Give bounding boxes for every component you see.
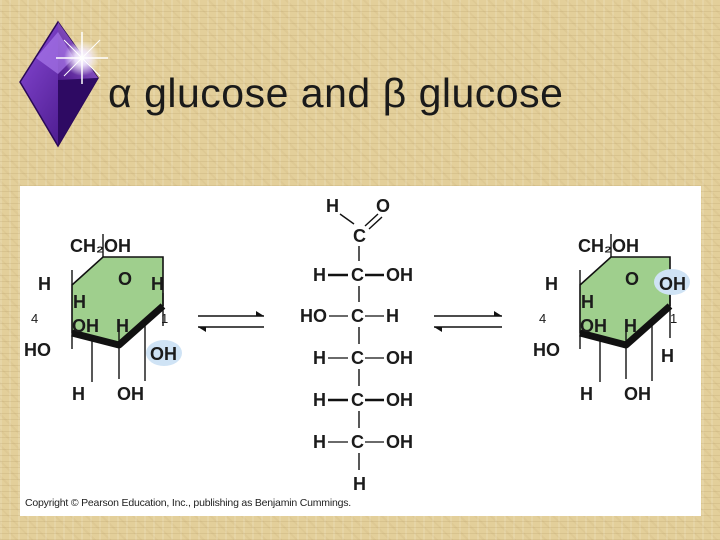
alpha-oh-bottom: OH (117, 384, 144, 404)
glucose-structures-diagram: CH₂OH O H 4 H OH H HO H 1 OH H OH H O (24, 196, 690, 494)
alpha-glucose-structure: CH₂OH O H 4 H OH H HO H 1 OH H OH (24, 234, 182, 404)
open-c2-c: C (351, 265, 364, 285)
open-bottom-h: H (353, 474, 366, 494)
beta-glucose-structure: CH₂OH O H 4 H OH H HO OH 1 H H OH (533, 234, 690, 404)
open-c6-c: C (351, 432, 364, 452)
open-c3-ho: HO (300, 306, 327, 326)
open-c3-c: C (351, 306, 364, 326)
open-c5-c: C (351, 390, 364, 410)
alpha-ho-c4: HO (24, 340, 51, 360)
open-c5-h: H (313, 390, 326, 410)
alpha-h-bottom: H (72, 384, 85, 404)
beta-oh-c3: OH (580, 316, 607, 336)
alpha-h-c3: H (73, 292, 86, 312)
equilibrium-arrows-right (434, 311, 502, 332)
glucose-diagram-panel: CH₂OH O H 4 H OH H HO H 1 OH H OH H O (20, 186, 701, 516)
alpha-h-c1-top: H (151, 274, 164, 294)
beta-ring-oxygen: O (625, 269, 639, 289)
open-top-o: O (376, 196, 390, 216)
alpha-oh-highlight (146, 340, 182, 366)
beta-ho-c4: HO (533, 340, 560, 360)
open-top-h: H (326, 196, 339, 216)
beta-oh-bottom: OH (624, 384, 651, 404)
equilibrium-arrows-left (198, 311, 264, 332)
open-c2-oh: OH (386, 265, 413, 285)
alpha-h-c4-top: H (38, 274, 51, 294)
open-c4-h: H (313, 348, 326, 368)
alpha-ring-oxygen: O (118, 269, 132, 289)
open-c5-oh: OH (386, 390, 413, 410)
open-c6-h: H (313, 432, 326, 452)
beta-oh-highlight (654, 269, 690, 295)
beta-carbon-4-number: 4 (539, 311, 546, 326)
alpha-h-c2: H (116, 316, 129, 336)
alpha-oh-c3: OH (72, 316, 99, 336)
beta-h-c1-bottom: H (661, 346, 674, 366)
open-c2-h: H (313, 265, 326, 285)
beta-h-c3: H (581, 292, 594, 312)
beta-h-bottom: H (580, 384, 593, 404)
open-c4-oh: OH (386, 348, 413, 368)
open-c6-oh: OH (386, 432, 413, 452)
beta-oh-c1-top: OH (659, 274, 686, 294)
alpha-carbon-4-number: 4 (31, 311, 38, 326)
alpha-carbon-1-number: 1 (161, 311, 168, 326)
alpha-ch2oh-label: CH₂OH (70, 236, 131, 256)
open-c3-h: H (386, 306, 399, 326)
beta-ch2oh-label: CH₂OH (578, 236, 639, 256)
open-c1: C (353, 226, 366, 246)
purple-diamond-gem-icon (19, 20, 108, 148)
copyright-notice: Copyright © Pearson Education, Inc., pub… (25, 497, 352, 509)
open-c4-c: C (351, 348, 364, 368)
beta-h-c4-top: H (545, 274, 558, 294)
open-chain-glucose-structure: H O C H C OH HO C H H C OH H (300, 196, 413, 494)
beta-carbon-1-number: 1 (670, 311, 677, 326)
slide-title: α glucose and β glucose (108, 70, 564, 116)
alpha-oh-c1: OH (150, 344, 177, 364)
beta-h-c2: H (624, 316, 637, 336)
